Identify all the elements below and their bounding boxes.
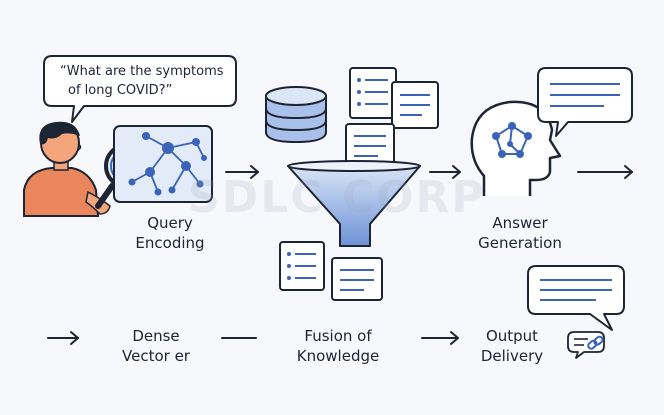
funnel-icon [287, 160, 421, 247]
question-bubble [43, 55, 237, 123]
document-icon [391, 81, 439, 129]
step-label-fusion: Fusion of Knowledge [278, 326, 398, 366]
document-icon [345, 123, 395, 167]
document-icon [279, 241, 325, 291]
step-label-dense-vector: Dense Vector er [96, 326, 216, 366]
step-label-line: Delivery [480, 347, 544, 365]
step-label-line: Knowledge [296, 347, 380, 365]
link-chat-icon [567, 331, 605, 359]
question-line-2: of long COVID?” [68, 83, 173, 98]
person-icon [23, 121, 111, 217]
chat-bubble-icon [527, 265, 625, 331]
arrow-icon [577, 165, 633, 179]
step-label-line: Fusion of [304, 327, 372, 345]
vector-graph-icon [113, 125, 213, 203]
arrow-icon [225, 165, 259, 179]
question-line-1: “What are the symptoms [60, 64, 224, 79]
database-icon [265, 86, 327, 144]
chat-bubble-icon [537, 67, 633, 137]
watermark: SDLC CORP [188, 172, 486, 223]
step-label-line: Generation [478, 234, 562, 252]
arrow-icon [421, 331, 459, 345]
step-label-line: Answer [492, 214, 548, 232]
arrow-icon [429, 165, 461, 179]
step-label-output-delivery: Output Delivery [452, 326, 572, 366]
step-label-line: Vector er [122, 347, 190, 365]
document-icon [349, 67, 397, 119]
brain-head-icon [470, 100, 562, 196]
step-label-line: Query [147, 214, 193, 232]
step-label-query-encoding: Query Encoding [110, 213, 230, 253]
step-label-line: Dense [132, 327, 180, 345]
step-label-answer-generation: Answer Generation [460, 213, 580, 253]
step-label-line: Output [485, 327, 539, 345]
step-label-line: Encoding [135, 234, 205, 252]
arrow-icon [47, 331, 79, 345]
document-icon [331, 257, 383, 301]
